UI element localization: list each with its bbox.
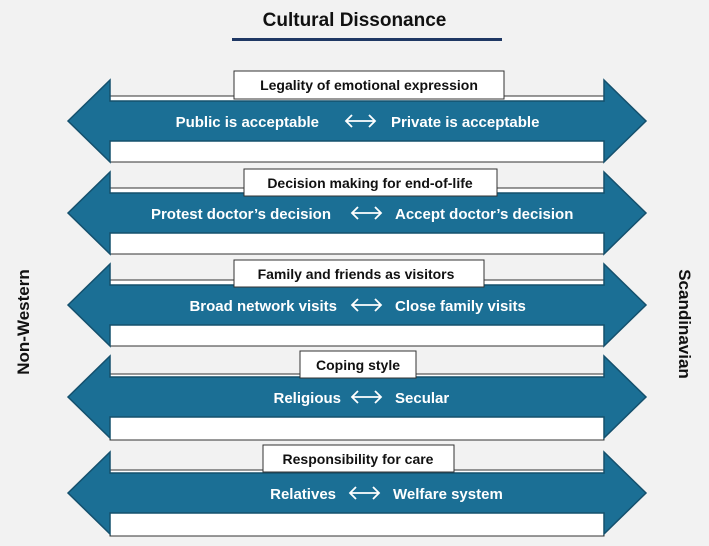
row-1-label: Decision making for end-of-life (267, 175, 473, 191)
row-2-label-box (233, 259, 485, 288)
row-3-bidirectional-arrow-icon (350, 390, 383, 404)
row-2-left-text: Broad network visits (189, 298, 337, 315)
row-4-bidirectional-arrow-icon (348, 486, 381, 500)
row-0-left-text: Public is acceptable (176, 114, 319, 131)
row-0-right-text: Private is acceptable (391, 114, 539, 131)
row-1: Decision making for end-of-life Protest … (66, 168, 648, 256)
row-1-bidirectional-arrow-icon (350, 206, 383, 220)
row-3-label: Coping style (316, 357, 400, 373)
row-4: Responsibility for care Relatives Welfar… (66, 444, 648, 537)
row-2: Family and friends as visitors Broad net… (66, 259, 648, 348)
title-underline (232, 38, 502, 41)
row-0-label-box (233, 70, 505, 100)
row-0: Legality of emotional expression Public … (66, 70, 648, 164)
right-axis-label: Scandinavian (675, 269, 694, 379)
row-2-bidirectional-arrow-icon (350, 298, 383, 312)
row-3-right-text: Secular (395, 390, 449, 407)
row-4-right-text: Welfare system (393, 486, 503, 503)
row-4-label-box (262, 444, 455, 473)
row-3-label-box (299, 350, 417, 379)
row-4-left-text: Relatives (270, 486, 336, 503)
row-4-label: Responsibility for care (283, 451, 434, 467)
diagram-title: Cultural Dissonance (262, 10, 447, 31)
row-1-right-text: Accept doctor’s decision (395, 206, 573, 223)
row-1-label-box (243, 168, 498, 197)
row-0-label: Legality of emotional expression (260, 77, 478, 93)
row-3-left-text: Religious (273, 390, 341, 407)
row-2-right-text: Close family visits (395, 298, 526, 315)
row-0-bidirectional-arrow-icon (344, 114, 377, 128)
left-axis-label: Non-Western (14, 269, 33, 375)
row-3: Coping style Religious Secular (66, 350, 648, 441)
row-2-label: Family and friends as visitors (258, 266, 455, 282)
row-1-left-text: Protest doctor’s decision (151, 206, 331, 223)
